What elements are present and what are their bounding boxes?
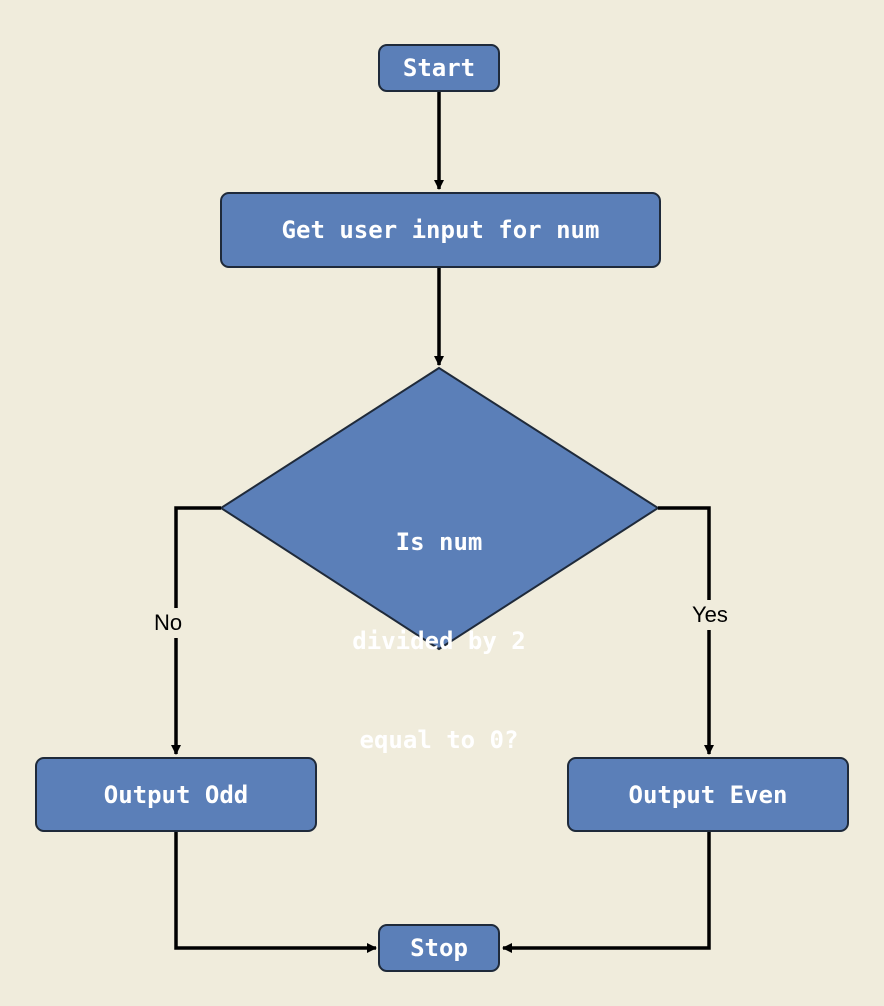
output-odd-label: Output Odd <box>103 780 249 809</box>
decision-diamond <box>219 366 660 651</box>
start-node-label: Start <box>402 54 476 82</box>
decision-node-text: Is num divided by 2 equal to 0? <box>300 460 578 823</box>
edge-odd-to-stop <box>174 831 377 953</box>
output-even-label: Output Even <box>628 780 788 809</box>
edge-label-yes: Yes <box>690 600 730 630</box>
edge-decision-to-even <box>658 506 714 755</box>
decision-line-1: Is num <box>395 528 483 556</box>
edge-decision-to-odd <box>171 506 221 755</box>
decision-line-3: equal to 0? <box>359 726 519 754</box>
stop-node-label: Stop <box>410 934 468 962</box>
stop-node: Stop <box>378 924 500 972</box>
edge-even-to-stop <box>502 831 711 953</box>
input-node-label: Get user input for num <box>281 216 600 244</box>
output-odd-node: Output Odd <box>35 757 317 832</box>
edge-label-no: No <box>152 608 185 638</box>
output-even-node: Output Even <box>567 757 849 832</box>
start-node: Start <box>378 44 500 92</box>
decision-line-2: divided by 2 <box>352 627 526 655</box>
input-node: Get user input for num <box>220 192 661 268</box>
